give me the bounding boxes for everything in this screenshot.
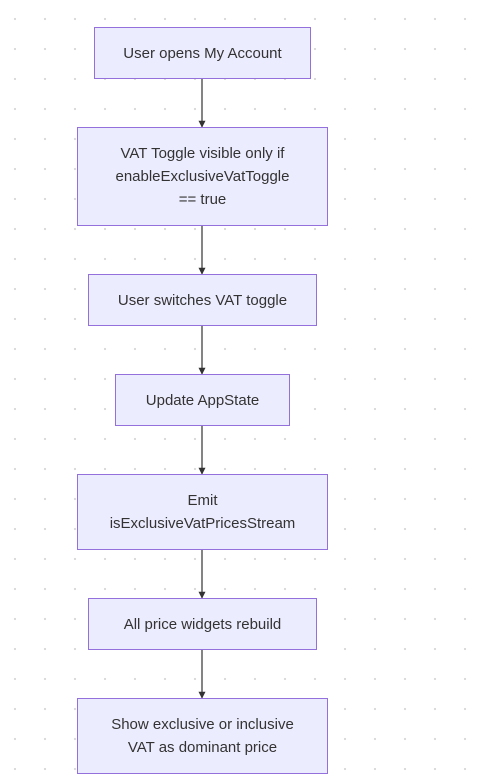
node-label: Emit isExclusiveVatPricesStream <box>109 492 296 532</box>
node-user-opens-my-account: User opens My Account <box>94 27 311 79</box>
node-vat-toggle-visible: VAT Toggle visible only if enableExclusi… <box>77 127 328 226</box>
node-label: Update AppState <box>145 391 260 409</box>
node-emit-stream: Emit isExclusiveVatPricesStream <box>77 474 328 550</box>
node-show-dominant-price: Show exclusive or inclusive VAT as domin… <box>77 698 328 774</box>
node-update-appstate: Update AppState <box>115 374 290 426</box>
node-user-switches-vat-toggle: User switches VAT toggle <box>88 274 317 326</box>
node-all-price-widgets-rebuild: All price widgets rebuild <box>88 598 317 650</box>
node-label: User opens My Account <box>123 44 282 62</box>
node-label: All price widgets rebuild <box>123 615 282 633</box>
node-label: VAT Toggle visible only if enableExclusi… <box>115 145 290 208</box>
node-label: User switches VAT toggle <box>117 291 288 309</box>
node-label: Show exclusive or inclusive VAT as domin… <box>111 716 294 756</box>
